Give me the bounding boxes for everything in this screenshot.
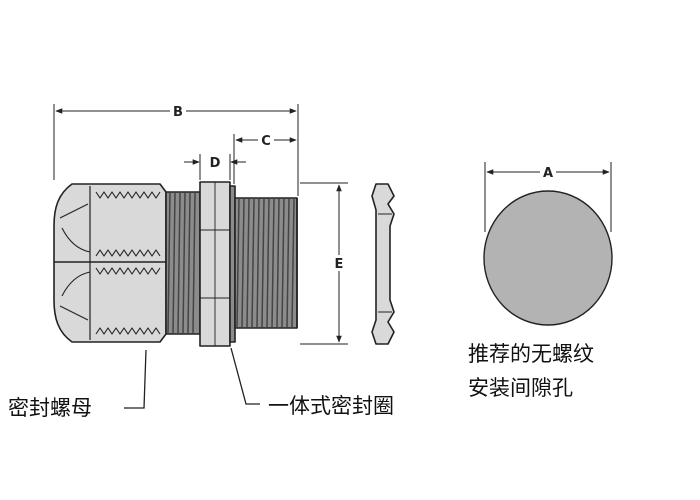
leader-sealing-nut [124, 349, 147, 409]
dim-label-d: D [210, 156, 221, 171]
thread-line [256, 198, 260, 328]
thread-line [276, 198, 280, 328]
caption-sealing-nut: 密封螺母 [8, 396, 92, 420]
thread-line [182, 192, 186, 334]
thread-line [192, 192, 196, 334]
thread-line [261, 198, 265, 328]
thread-line [241, 198, 245, 328]
caption-recommended-hole-line1: 推荐的无螺纹 [468, 342, 594, 366]
cable-gland-side-view [53, 181, 298, 347]
thread-line [187, 192, 191, 334]
dim-label-a: A [543, 166, 553, 181]
dimension-letters: B C D E A [170, 103, 556, 272]
thread-line [172, 192, 176, 334]
caption-recommended-hole-line2: 安装间隙孔 [468, 376, 573, 400]
dim-label-b: B [173, 105, 183, 120]
dim-label-e: E [335, 257, 344, 272]
leader-lines [124, 347, 260, 409]
thread-line [236, 198, 240, 328]
nut-thread-lines [167, 192, 196, 334]
thread-line [251, 198, 255, 328]
sealing-nut-body [53, 183, 167, 343]
thread-line [246, 198, 250, 328]
nut-grip-teeth [95, 191, 161, 335]
thread-line [266, 198, 270, 328]
nut-tooth-row [95, 249, 161, 257]
thread-line [281, 198, 285, 328]
nut-tooth-row [95, 191, 161, 199]
locknut-side-view [371, 183, 395, 345]
thread-line [177, 192, 181, 334]
leader-integrated-seal [230, 347, 260, 405]
entry-thread-lines [236, 198, 295, 328]
thread-line [291, 198, 295, 328]
nut-tooth-row [95, 267, 161, 275]
nut-tooth-row [95, 327, 161, 335]
thread-line [286, 198, 290, 328]
thread-line [271, 198, 275, 328]
clearance-hole-circle [483, 190, 613, 326]
dim-label-c: C [261, 134, 271, 149]
caption-integrated-seal: 一体式密封圈 [268, 394, 394, 418]
thread-line [167, 192, 171, 334]
